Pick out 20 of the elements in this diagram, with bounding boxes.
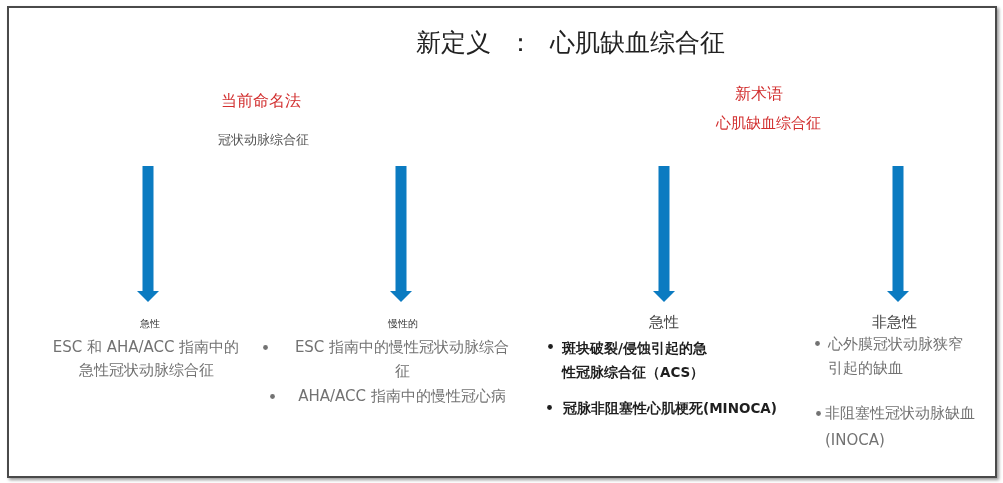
- column-heading: 非急性: [871, 312, 917, 332]
- arrow: [653, 166, 675, 302]
- list-item-text: AHA/ACC 指南中的慢性冠心病: [298, 386, 506, 407]
- list-item-text: 斑块破裂/侵蚀引起的急性冠脉综合征（ACS）: [562, 339, 708, 382]
- list-item-text: 冠脉非阻塞性心肌梗死(MINOCA): [563, 399, 777, 418]
- category-heading: 新术语: [735, 82, 783, 104]
- category-subheading: 冠状动脉综合征: [218, 130, 309, 148]
- description-text: ESC 和 AHA/ACC 指南中的急性冠状动脉综合征: [51, 336, 241, 381]
- category-heading: 当前命名法: [221, 89, 301, 111]
- category-subheading: 心肌缺血综合征: [715, 113, 821, 133]
- list-item-text: ESC 指南中的慢性冠状动脉综合征: [293, 337, 511, 382]
- arrow: [887, 166, 909, 302]
- column-heading: 急性: [140, 316, 160, 330]
- column-heading: 急性: [649, 312, 679, 332]
- column-heading: 慢性的: [388, 316, 418, 330]
- arrow: [390, 166, 412, 302]
- list-item-text: 非阻塞性冠状动脉缺血(INOCA): [825, 402, 976, 451]
- arrow: [137, 166, 159, 302]
- diagram-title: 新定义 ： 心肌缺血综合征: [416, 28, 725, 58]
- list-item-text: 心外膜冠状动脉狭窄引起的缺血: [828, 334, 964, 379]
